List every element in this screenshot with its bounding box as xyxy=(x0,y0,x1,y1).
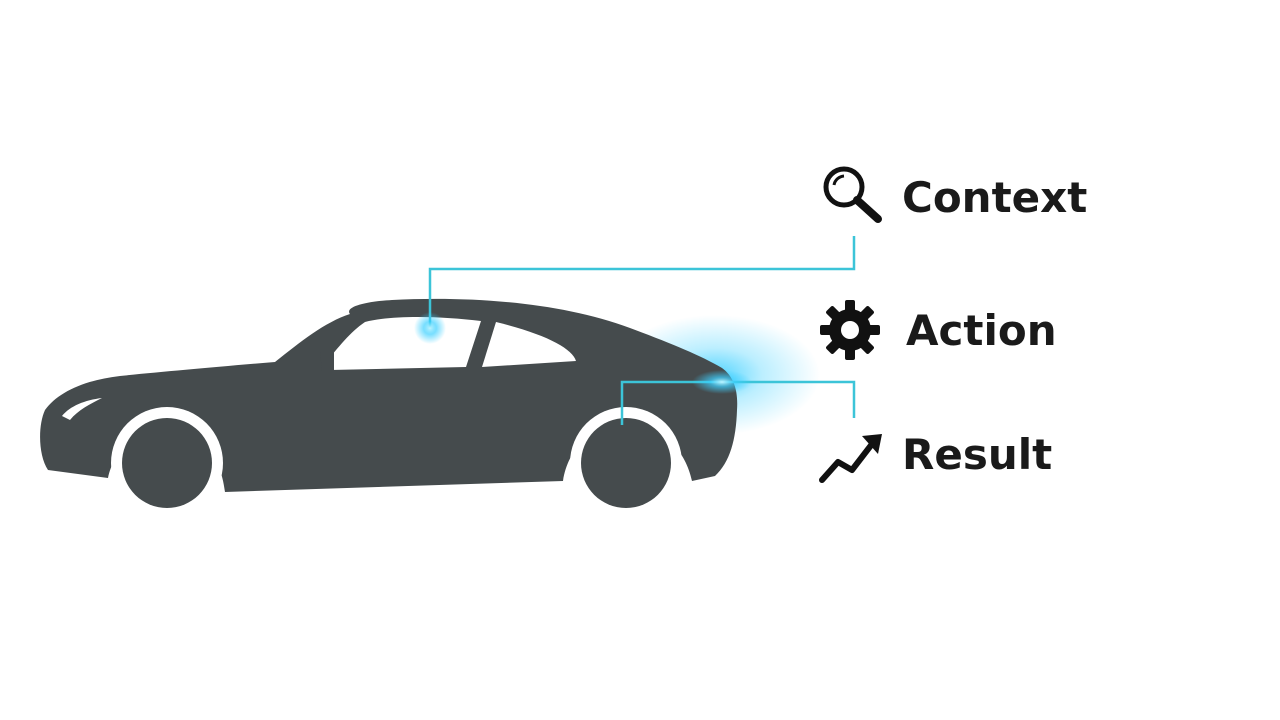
front-bumper-notch xyxy=(62,398,102,420)
context-label: Context xyxy=(902,173,1088,222)
trend-up-arrow-icon xyxy=(818,430,886,486)
magnifier-icon xyxy=(820,163,884,223)
action-label: Action xyxy=(906,306,1057,355)
rear-window xyxy=(482,322,576,367)
window-glow-dot xyxy=(414,312,446,344)
result-label: Result xyxy=(902,430,1053,479)
gear-icon xyxy=(818,298,882,362)
rear-glow-dot xyxy=(692,370,752,394)
side-mirror xyxy=(320,352,334,372)
front-wheel xyxy=(122,418,212,508)
context-connector xyxy=(428,236,856,328)
rear-wheel xyxy=(581,418,671,508)
